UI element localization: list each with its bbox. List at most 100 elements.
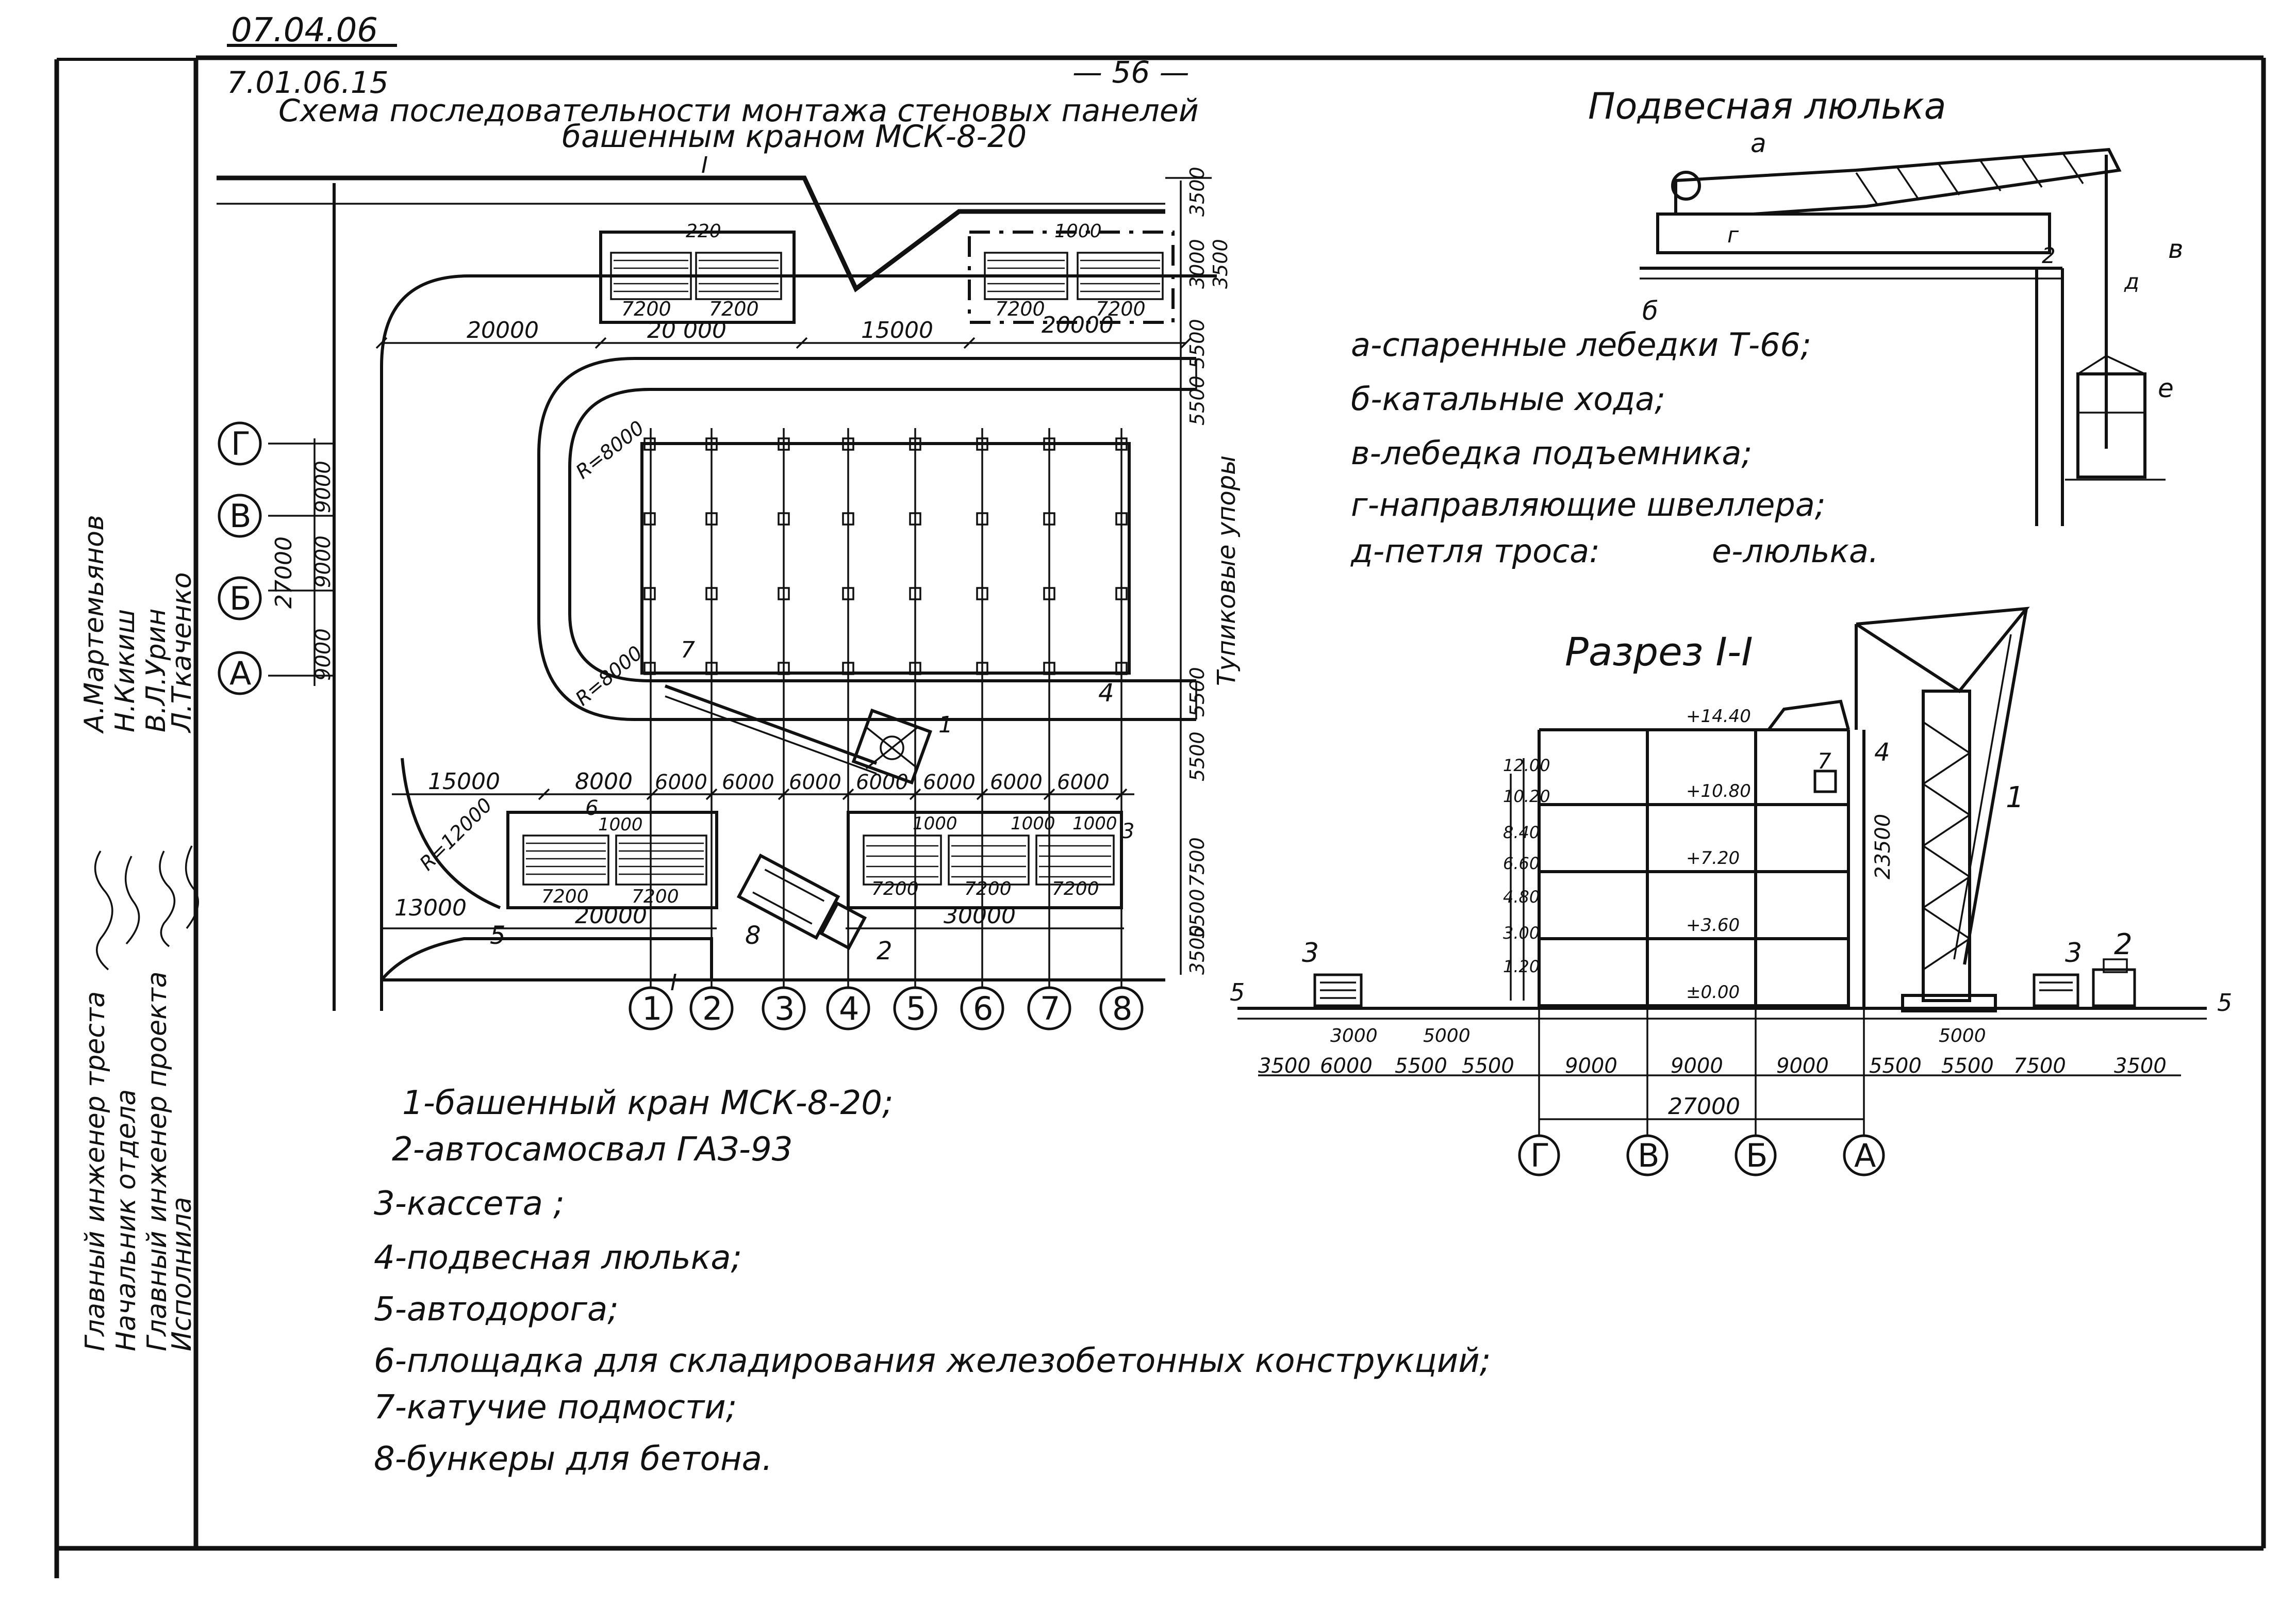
dim-panel-5: 7200	[995, 298, 1045, 320]
section-label-cradle: 4	[1874, 738, 1890, 767]
row-axis-b: Б	[229, 580, 252, 617]
dim-store-10: 20000	[575, 903, 647, 929]
cradle-marker-e: е	[2158, 373, 2174, 403]
column-axis-bubbles: 1 2 3 4 5 6 7 8	[629, 986, 1144, 1030]
cradle-detail: Подвесная люлька а б в г д е 2 а-спаренн…	[1350, 85, 2183, 570]
plan-tower-crane	[664, 684, 933, 785]
cradle-title: Подвесная люлька	[1588, 85, 1946, 127]
col-axis-1: 1	[642, 990, 662, 1027]
row-axis-bubbles: Г В Б А	[218, 421, 262, 695]
dim-panel-4: 7200	[709, 298, 759, 320]
section-dim-10: 7500	[2013, 1054, 2066, 1078]
section-dim-8: 5500	[1869, 1054, 1922, 1078]
legend-item-3: 3-кассета ;	[374, 1185, 565, 1223]
col-axis-3: 3	[774, 990, 795, 1027]
dim-store-5: 7200	[541, 886, 589, 907]
dim-top-4: 20000	[1042, 312, 1114, 338]
level-1: +14.40	[1686, 706, 1751, 727]
dim-bottom-5: 6000	[789, 771, 841, 794]
section-title: Разрез I-I	[1565, 629, 1753, 675]
legend-item-4: 4-подвесная люлька;	[374, 1239, 742, 1277]
cradle-marker-d: д	[2124, 269, 2139, 294]
height-right: 23500	[1871, 814, 1895, 879]
stamp-role-chief-project-engineer: Главный инженер проекта	[142, 971, 173, 1351]
section-dim-1: 3500	[1258, 1054, 1311, 1078]
sheet-ref: 7.01.06.15	[227, 65, 389, 100]
legend-item-2: 2-автосамосвал ГАЗ-93	[392, 1131, 792, 1169]
col-axis-7: 7	[1040, 990, 1060, 1027]
section-dim-2: 6000	[1320, 1054, 1373, 1078]
stamp-name-3: В.Л.Урин	[141, 609, 172, 732]
section-label-road-right: 5	[2217, 989, 2232, 1017]
axis-left-overall: 27000	[271, 536, 297, 609]
dim-right-6: 5500	[1186, 667, 1209, 717]
cradle-legend-b: б-катальные хода;	[1351, 380, 1665, 418]
section-label-store-right: 3	[2065, 938, 2082, 969]
level-4: +3.60	[1686, 915, 1740, 936]
stamp-name-4: Л.Ткаченко	[167, 572, 197, 733]
legend-item-8: 8-бункеры для бетона.	[374, 1440, 772, 1478]
drawing-title-line1: Схема последовательности монтажа стеновы…	[278, 93, 1199, 129]
page-number: — 56 —	[1072, 55, 1190, 90]
storage-top-left	[599, 231, 796, 324]
plan-callout-3: 3	[1121, 820, 1134, 843]
dim-bottom-2: 8000	[575, 768, 633, 795]
legend-item-5: 5-автодорога;	[374, 1290, 619, 1329]
dim-bottom-6: 6000	[856, 771, 909, 794]
axis-left-dim-2: 9000	[311, 535, 335, 588]
plan-callout-2: 2	[877, 937, 893, 966]
dim-store-7: 7200	[871, 878, 919, 899]
section-small-dim-2: 5000	[1423, 1025, 1471, 1046]
section-dim-5: 9000	[1565, 1054, 1617, 1078]
cradle-legend-v: в-лебедка подъемника;	[1351, 434, 1752, 472]
height-left-3: 8.40	[1503, 823, 1540, 842]
cradle-marker-v: в	[2168, 234, 2183, 264]
dim-right-9: 5500	[1186, 889, 1209, 939]
section-label-scaffold: 7	[1818, 748, 1831, 774]
col-axis-2: 2	[702, 990, 722, 1027]
cradle-legend-a: а-спаренные лебедки Т-66;	[1351, 326, 1811, 364]
dim-store-4: 1000	[1072, 813, 1117, 834]
section-axis-a: А	[1854, 1137, 1876, 1174]
section-dim-9: 5500	[1941, 1054, 1994, 1078]
dim-panel-3: 7200	[621, 298, 671, 320]
storage-top-right	[968, 231, 1175, 324]
height-left-7: 1.20	[1503, 957, 1540, 976]
dim-store-12: 13000	[394, 895, 467, 921]
cradle-marker-2: 2	[2042, 243, 2056, 268]
radius-label-2: R=8000	[571, 642, 647, 710]
section-dim-11: 3500	[2114, 1054, 2167, 1078]
plan-callout-1: 1	[938, 712, 953, 738]
section-small-dim-3: 5000	[1939, 1025, 1986, 1046]
dim-panel-2: 1000	[1054, 221, 1102, 242]
dim-bottom-3: 6000	[655, 771, 707, 794]
cradle-legend-d: д-петля троса:	[1350, 532, 1600, 570]
height-left-1: 12.00	[1503, 756, 1550, 775]
plan-callout-7: 7	[681, 637, 695, 663]
drawing-code: 07.04.06	[231, 11, 378, 50]
dim-right-8: 7500	[1186, 837, 1209, 887]
dim-top-2: 20 000	[647, 317, 726, 343]
section-axis-b: Б	[1746, 1137, 1768, 1174]
dim-store-9: 7200	[1052, 878, 1099, 899]
radius-label-1: R=8000	[571, 416, 648, 483]
stamp-role-chief-engineer-trust: Главный инженер треста	[80, 991, 111, 1351]
level-3: +7.20	[1686, 848, 1740, 869]
col-axis-5: 5	[906, 990, 926, 1027]
axis-left-dim-3: 9000	[311, 461, 335, 513]
height-left-6: 3.00	[1503, 923, 1540, 943]
site-plan: 20000 20 000 15000 20000 220 1000 7200 7…	[217, 152, 1241, 1030]
stamp-role-executor: Исполнила	[167, 1197, 197, 1351]
plan-callout-8: 8	[745, 921, 761, 950]
row-axis-v: В	[229, 497, 252, 535]
plan-dump-truck	[736, 853, 867, 951]
dim-bottom-1: 15000	[428, 768, 500, 795]
legend-item-6: 6-площадка для складирования железобетон…	[374, 1342, 1491, 1380]
section-tower-crane	[1855, 607, 2030, 1012]
dim-store-1: 1000	[598, 814, 643, 835]
legend-item-7: 7-катучие подмости;	[374, 1388, 737, 1427]
stamp-name-1: А.Мартемьянов	[79, 515, 110, 734]
radius-label-3: R=12000	[415, 794, 497, 875]
height-left-5: 4.80	[1503, 887, 1540, 907]
